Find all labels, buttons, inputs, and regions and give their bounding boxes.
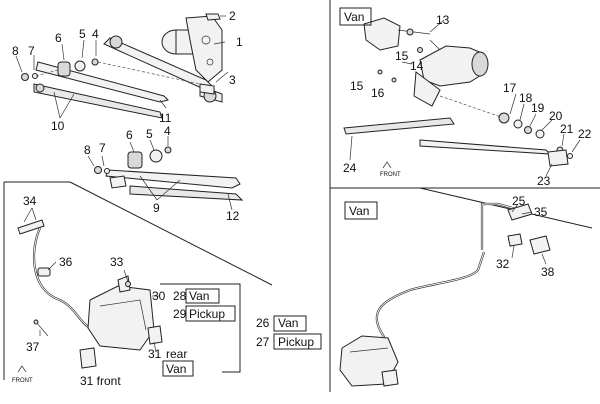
callout-27: 27 [256,335,270,349]
callout-19: 19 [531,101,545,115]
callouts: 1 2 3 4 5 6 7 8 10 11 4 5 6 7 8 9 12 34 … [12,9,592,388]
label-van-bottom-right: Van [349,204,369,218]
wiper-motor-assembly-van [343,17,581,177]
callout-17: 17 [503,81,517,95]
callout-7: 7 [28,44,35,58]
wiper-arm-lower [87,136,244,211]
label-van-28: Van [189,289,209,303]
section-dividers [3,0,600,392]
callout-8-lower: 8 [84,143,91,157]
callout-4-lower: 4 [164,124,171,138]
callout-13: 13 [436,13,450,27]
callout-23: 23 [537,174,551,188]
callout-7-lower: 7 [99,141,106,155]
callout-24: 24 [343,161,357,175]
callout-6: 6 [55,31,62,45]
callout-31-rear: 31 [148,347,162,361]
callout-6-lower: 6 [126,128,133,142]
label-pickup-27: Pickup [278,335,314,349]
variant-labels: Van Pickup rear Van Van Pickup Van Van F… [12,7,401,384]
callout-30: 30 [152,289,166,303]
callout-29: 29 [173,307,187,321]
callout-4: 4 [92,27,99,41]
callout-31-front: 31 front [80,374,121,388]
callout-5-lower: 5 [146,127,153,141]
wiper-motor-assembly-left [15,13,229,119]
callout-20: 20 [549,109,563,123]
callout-1: 1 [236,35,243,49]
front-marker-right: FRONT [380,172,401,178]
callout-15: 15 [395,49,409,63]
callout-22: 22 [578,127,592,141]
callout-11: 11 [159,111,172,125]
washer-system-van [339,202,551,387]
label-rear: rear [166,347,187,361]
callout-18: 18 [519,91,533,105]
callout-28: 28 [173,289,187,303]
callout-32: 32 [496,257,510,271]
callout-37: 37 [26,340,40,354]
callout-8: 8 [12,44,19,58]
label-pickup-29: Pickup [189,307,225,321]
washer-system-left [17,207,241,373]
callout-12: 12 [226,209,240,223]
callout-33: 33 [110,255,124,269]
callout-36: 36 [59,255,73,269]
callout-15-lower: 15 [350,79,364,93]
callout-5: 5 [79,27,86,41]
label-van-31: Van [166,362,186,376]
callout-14: 14 [410,59,424,73]
callout-34: 34 [23,194,37,208]
callout-25: 25 [512,194,526,208]
label-van-26: Van [278,316,298,330]
callout-2: 2 [229,9,236,23]
callout-35: 35 [534,205,548,219]
callout-38: 38 [541,265,555,279]
callout-16: 16 [371,86,385,100]
callout-10: 10 [51,119,65,133]
front-marker-left: FRONT [12,378,33,384]
callout-3: 3 [229,73,236,87]
callout-26: 26 [256,316,270,330]
callout-21: 21 [560,122,574,136]
label-van-top-right: Van [344,10,364,24]
callout-9: 9 [153,201,160,215]
